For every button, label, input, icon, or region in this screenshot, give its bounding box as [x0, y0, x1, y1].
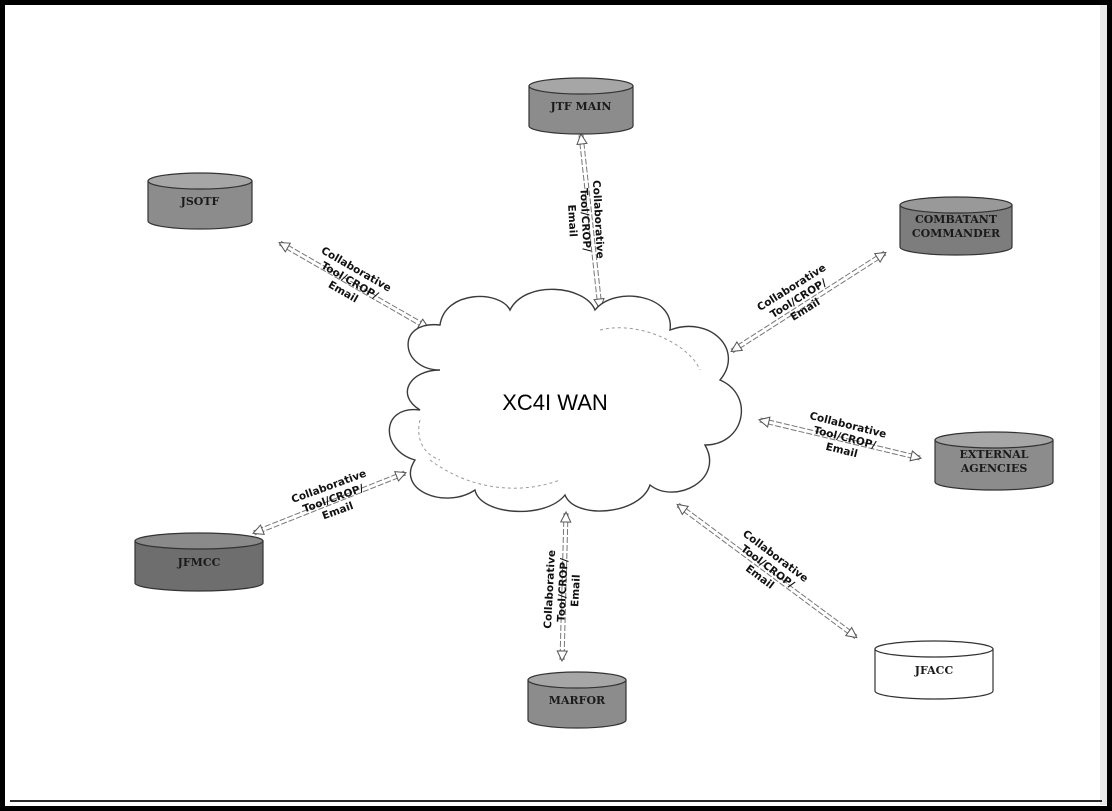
node-marfor: MARFOR: [527, 671, 627, 729]
scan-edge-strip: [1100, 5, 1107, 805]
cloud-inner-shadow: [418, 327, 701, 489]
cylinder-top: [527, 671, 627, 689]
link-marfor: CollaborativeTool/CROP/Email: [542, 513, 584, 660]
cloud-shape: [388, 288, 743, 513]
link-jfmcc: CollaborativeTool/CROP/Email: [253, 468, 405, 536]
cylinder-body: [934, 439, 1054, 491]
link-label-external-agencies: CollaborativeTool/CROP/Email: [802, 410, 888, 466]
wan-cloud: XC4I WAN: [388, 288, 743, 513]
link-label-line: Email: [569, 574, 583, 607]
node-label-line: COMMANDER: [912, 227, 1001, 240]
node-label-jsotf: JSOTF: [180, 195, 220, 208]
link-label-marfor: CollaborativeTool/CROP/Email: [542, 550, 584, 631]
link-label-line: Collaborative: [590, 180, 606, 259]
node-label-line: EXTERNAL: [960, 448, 1029, 461]
cylinder-top: [934, 431, 1054, 449]
node-label-line: AGENCIES: [960, 462, 1028, 475]
node-jfacc: JFACC: [874, 640, 994, 700]
link-label-line: Collaborative: [542, 550, 558, 629]
node-label-jfmcc: JFMCC: [177, 556, 221, 569]
link-label-line: Email: [565, 204, 579, 237]
cylinder-body: [899, 204, 1013, 256]
cylinder-top: [528, 77, 634, 95]
node-jsotf: JSOTF: [147, 172, 253, 230]
cylinder-top: [874, 640, 994, 658]
link-jtf-main: CollaborativeTool/CROP/Email: [564, 135, 606, 308]
cylinder-top: [134, 532, 264, 550]
link-label-jfacc: CollaborativeTool/CROP/Email: [725, 528, 811, 606]
link-external-agencies: CollaborativeTool/CROP/Email: [760, 410, 921, 466]
node-label-line: COMBATANT: [915, 213, 998, 226]
node-label-line: JSOTF: [180, 195, 220, 208]
cylinder-body: [134, 540, 264, 592]
node-label-line: JFMCC: [177, 556, 221, 569]
link-label-combatant-commander: CollaborativeTool/CROP/Email: [755, 262, 842, 336]
node-label-jtf-main: JTF MAIN: [550, 100, 612, 113]
node-label-line: MARFOR: [549, 694, 606, 707]
node-label-line: JFACC: [914, 664, 954, 677]
link-jsotf: CollaborativeTool/CROP/Email: [279, 240, 429, 331]
node-label-jfacc: JFACC: [914, 664, 954, 677]
node-label-marfor: MARFOR: [549, 694, 606, 707]
link-label-jsotf: CollaborativeTool/CROP/Email: [306, 245, 393, 317]
link-combatant-commander: CollaborativeTool/CROP/Email: [731, 250, 886, 354]
link-label-line: Tool/CROP/: [577, 188, 592, 253]
bottom-rule: [10, 800, 1102, 802]
node-jfmcc: JFMCC: [134, 532, 264, 592]
link-label-jtf-main: CollaborativeTool/CROP/Email: [564, 180, 606, 261]
link-label-line: Tool/CROP/: [555, 558, 570, 623]
cylinder-top: [147, 172, 253, 190]
link-label-jfmcc: CollaborativeTool/CROP/Email: [290, 468, 377, 531]
node-jtf-main: JTF MAIN: [528, 77, 634, 135]
cylinder-body: [528, 85, 634, 135]
cylinder-body: [527, 679, 627, 729]
cylinder-top: [899, 196, 1013, 214]
link-jfacc: CollaborativeTool/CROP/Email: [677, 502, 857, 640]
node-label-line: JTF MAIN: [550, 100, 612, 113]
cylinder-body: [147, 180, 253, 230]
cylinder-body: [874, 648, 994, 700]
hub-label: XC4I WAN: [502, 390, 608, 415]
